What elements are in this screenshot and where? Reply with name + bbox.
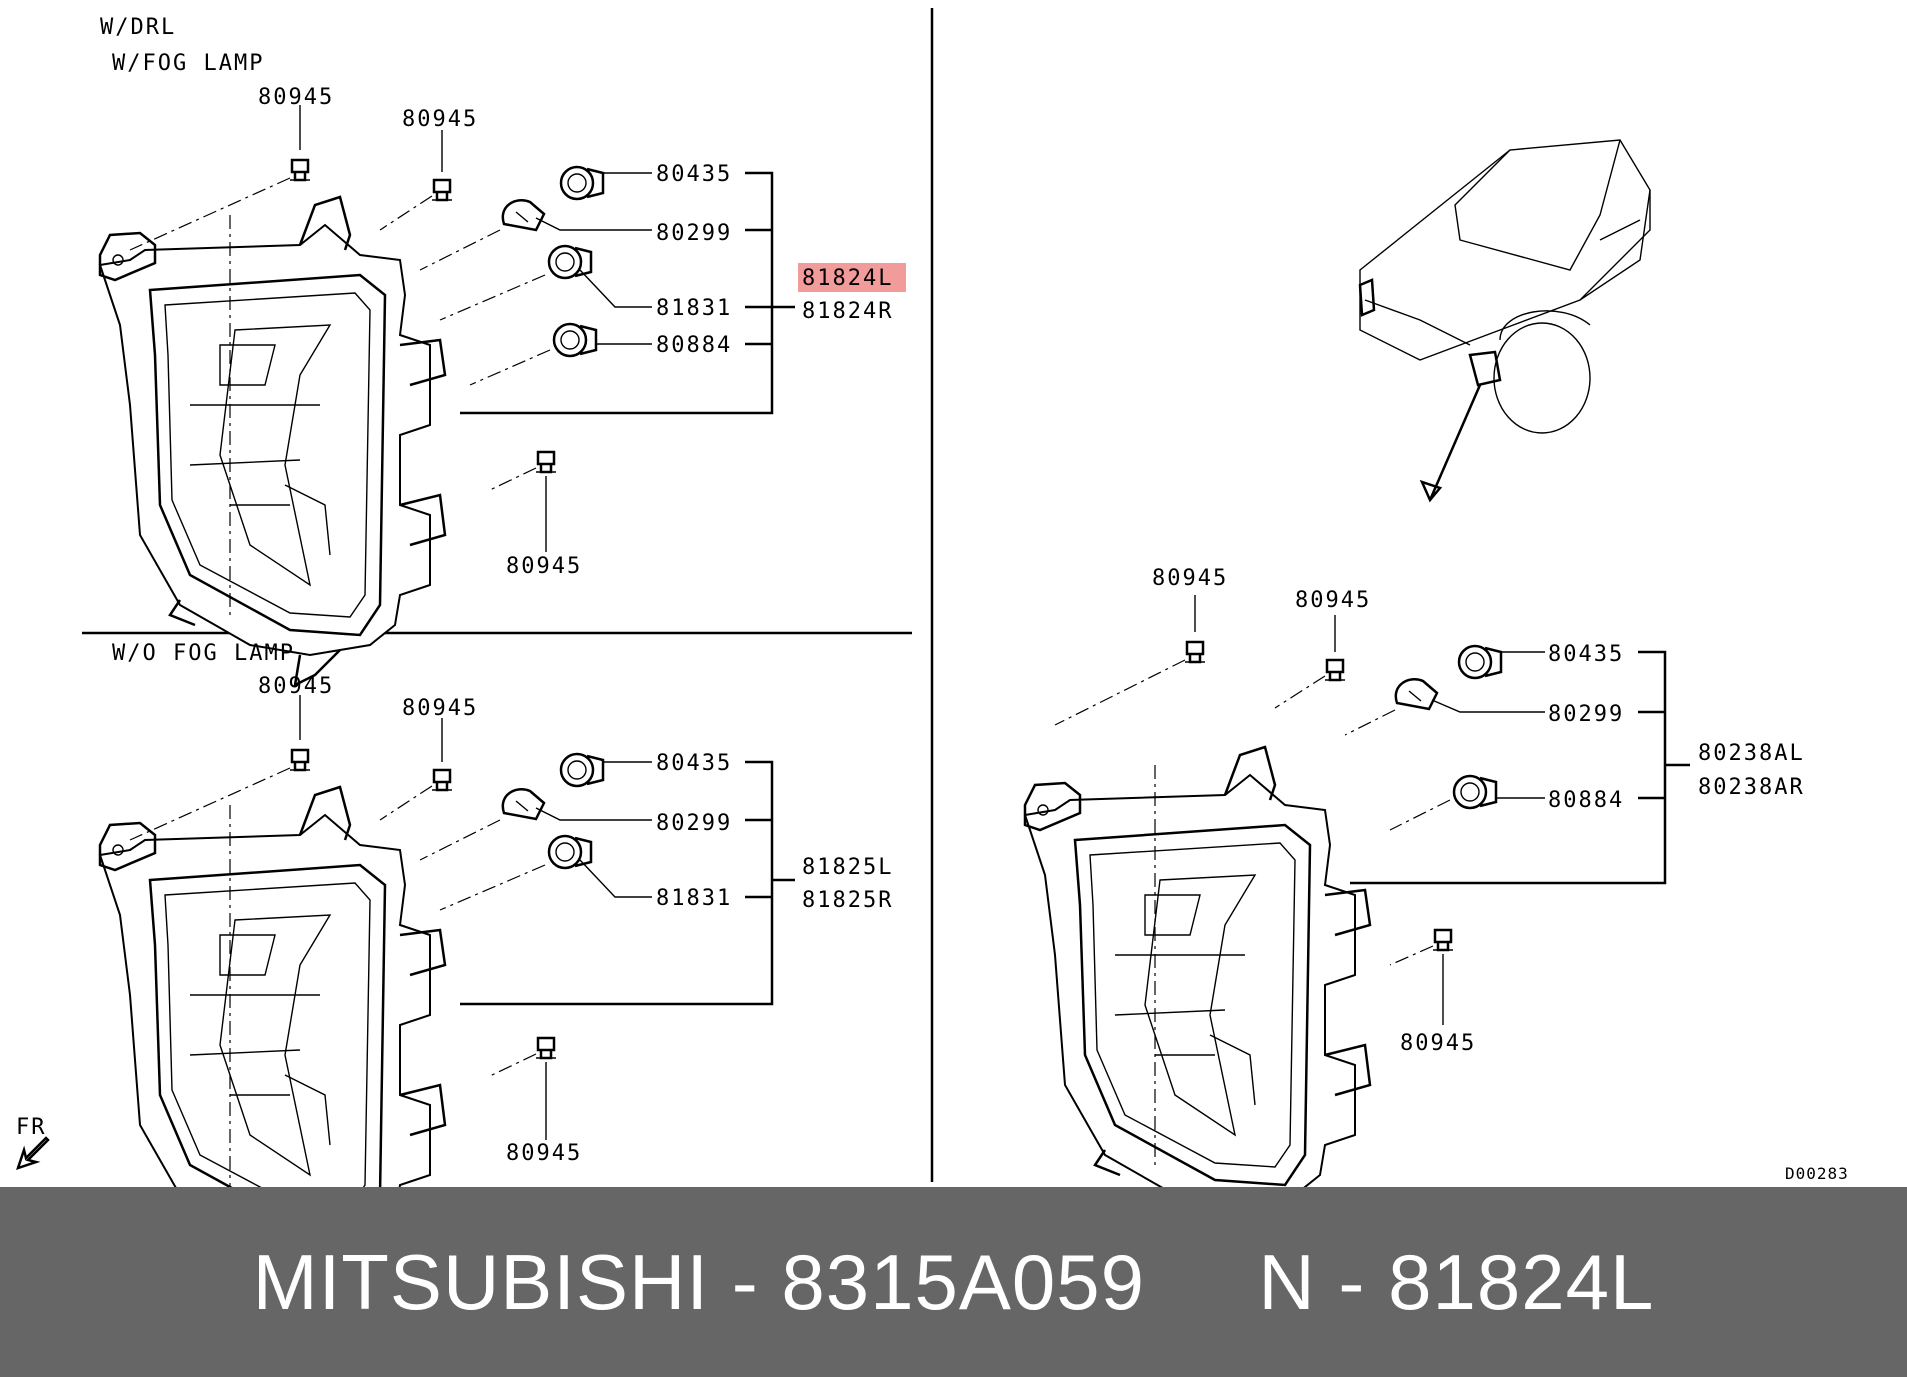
callout-part-number: 80435 — [656, 162, 732, 187]
screw-icon — [1323, 658, 1347, 682]
bulb-icon — [501, 788, 546, 821]
callout-part-number: 80945 — [402, 107, 478, 132]
callout-part-number: 81831 — [656, 296, 732, 321]
socket-icon — [1452, 774, 1498, 810]
socket-icon — [547, 244, 593, 280]
assembly-part-number-highlighted: 81824L — [802, 266, 893, 291]
screw-icon — [288, 158, 312, 182]
callout-part-number: 80945 — [1400, 1031, 1476, 1056]
diagram-code: D00283 — [1785, 1164, 1849, 1183]
assembly-part-number: 81824R — [802, 299, 893, 324]
screw-icon — [288, 748, 312, 772]
callout-part-number: 80945 — [258, 85, 334, 110]
callout-part-number: 80884 — [656, 333, 732, 358]
callout-part-number: 80945 — [506, 1141, 582, 1166]
screw-icon — [430, 768, 454, 792]
screw-icon — [1431, 928, 1455, 952]
part-number: 8315A059 — [781, 1237, 1146, 1326]
right-panel: 80945 80945 80435 80299 80884 80945 8023… — [1023, 139, 1805, 1187]
callout-part-number: 80435 — [656, 751, 732, 776]
bottom-left-panel: W/O FOG LAMP 80945 80945 80435 80299 818… — [16, 641, 893, 1187]
screw-icon — [534, 450, 558, 474]
condition-label: W/O FOG LAMP — [112, 641, 295, 666]
separator: - — [731, 1237, 759, 1326]
callout-part-number: 80299 — [656, 811, 732, 836]
caption-text: MITSUBISHI - 8315A059 N - 81824L — [253, 1237, 1655, 1328]
front-direction-label: FR — [16, 1115, 47, 1140]
brand-name: MITSUBISHI — [252, 1237, 710, 1326]
callout-part-number: 80945 — [1295, 588, 1371, 613]
socket-icon — [547, 834, 593, 870]
callout-part-number: 80299 — [1548, 702, 1624, 727]
screw-icon — [534, 1036, 558, 1060]
vehicle-location-sketch — [1358, 139, 1651, 503]
assembly-part-number: 80238AL — [1698, 741, 1805, 766]
top-left-panel: W/DRL W/FOG LAMP 80945 80945 80435 — [98, 15, 906, 687]
reference-prefix: N — [1258, 1237, 1316, 1326]
reference-number: 81824L — [1388, 1237, 1655, 1326]
socket-icon — [552, 322, 598, 358]
callout-part-number: 80884 — [1548, 788, 1624, 813]
bulb-icon — [1394, 678, 1439, 711]
callout-part-number: 80945 — [402, 696, 478, 721]
assembly-part-number: 80238AR — [1698, 775, 1805, 800]
condition-label: W/FOG LAMP — [112, 51, 264, 76]
socket-icon — [559, 165, 605, 201]
parts-diagram: W/DRL W/FOG LAMP 80945 80945 80435 — [16, 8, 1849, 1187]
screw-icon — [1183, 640, 1207, 664]
callout-part-number: 80299 — [656, 221, 732, 246]
screw-icon — [430, 178, 454, 202]
bulb-icon — [501, 199, 546, 232]
condition-label: W/DRL — [100, 15, 176, 40]
front-arrow-icon — [16, 1136, 50, 1170]
callout-part-number: 80945 — [506, 554, 582, 579]
fog-lamp-assembly — [98, 195, 447, 687]
socket-icon — [559, 752, 605, 788]
headlamp-assembly — [1023, 745, 1372, 1187]
callout-part-number: 80945 — [258, 674, 334, 699]
callout-part-number: 80435 — [1548, 642, 1624, 667]
headlamp-assembly — [98, 785, 447, 1187]
assembly-part-number: 81825L — [802, 855, 893, 880]
callout-part-number: 81831 — [656, 886, 732, 911]
callout-part-number: 80945 — [1152, 566, 1228, 591]
highlighted-part-box — [798, 263, 906, 292]
separator: - — [1338, 1237, 1366, 1326]
assembly-part-number: 81825R — [802, 888, 893, 913]
socket-icon — [1457, 644, 1503, 680]
caption-bar: MITSUBISHI - 8315A059 N - 81824L — [0, 1187, 1907, 1377]
